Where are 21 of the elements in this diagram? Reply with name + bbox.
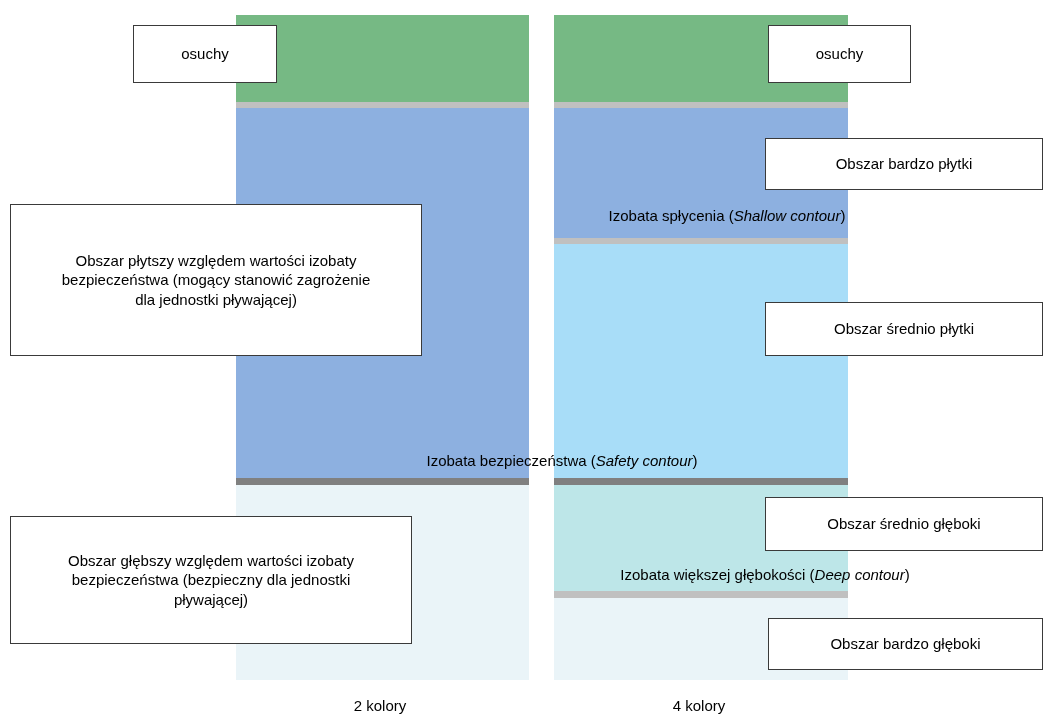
label-box: [10, 204, 422, 356]
label-box: [765, 497, 1043, 551]
area-description: osuchy: [181, 44, 229, 64]
label-box: [133, 25, 277, 83]
area-description: osuchy: [815, 44, 864, 64]
contour-label: Izobata bezpieczeństwa (Safety contour): [426, 452, 698, 469]
label-box: [768, 25, 911, 83]
contour-label: Izobata spłycenia (Shallow contour): [608, 207, 846, 224]
column-caption: 4 kolory: [672, 697, 726, 714]
area-description: Obszar średnio głęboki: [827, 514, 981, 534]
area-description: Obszar bardzo płytki: [835, 154, 973, 174]
contour-label: Izobata większej głębokości (Deep contour): [620, 566, 910, 583]
label-box: [768, 618, 1043, 670]
label-box: [10, 516, 412, 644]
area-description: Obszar płytszy względem wartości izobaty bezpieczeństwa (mogący stanowić zagrożenie dla jednostki pływającej): [60, 250, 372, 310]
label-box: [765, 302, 1043, 356]
area-description: Obszar głębszy względem wartości izobaty bezpieczeństwa (bezpieczny dla jednostki pływającej): [67, 550, 355, 610]
area-description: Obszar średnio płytki: [833, 319, 975, 339]
column-caption: 2 kolory: [353, 697, 407, 714]
area-description: Obszar bardzo głęboki: [830, 634, 981, 654]
label-box: [765, 138, 1043, 190]
